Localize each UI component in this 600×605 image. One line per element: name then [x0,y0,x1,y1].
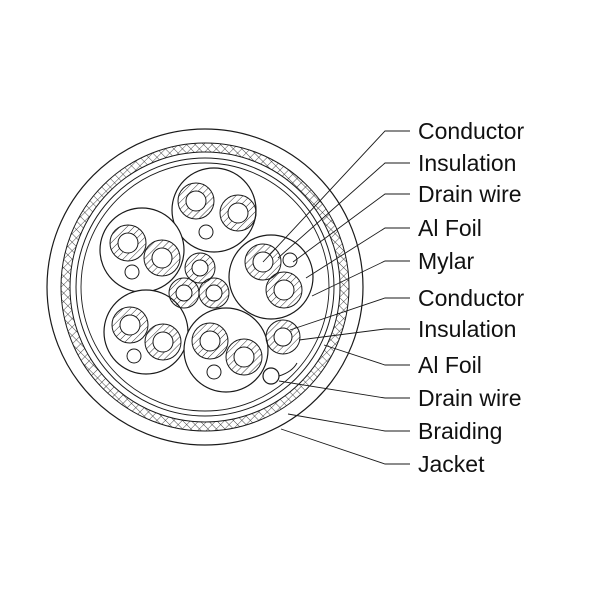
shielded-pair-left-lower [103,289,189,375]
leader-drain-wire-bottom [278,380,410,399]
label-al-foil-top: Al Foil [418,215,482,241]
leader-jacket [280,428,410,465]
label-conductor-bottom: Conductor [418,285,525,311]
label-drain-wire-bottom: Drain wire [418,385,522,411]
label-braiding: Braiding [418,418,503,444]
leader-al-foil-bottom [323,344,410,366]
leader-al-foil-top [305,227,410,279]
shielded-pair-left-upper [99,207,185,293]
shielded-pair-top [171,167,257,253]
leader-drain-wire-top [292,193,410,263]
leader-conductor-bottom [289,297,410,331]
label-insulation-bottom: Insulation [418,316,517,342]
leader-mylar [311,260,410,297]
label-drain-wire-top: Drain wire [418,181,522,207]
leader-conductor-top [262,130,410,263]
label-conductor-top: Conductor [418,118,525,144]
label-mylar: Mylar [418,248,475,274]
leader-insulation-top [277,162,410,259]
leader-insulation-bottom [298,328,410,341]
label-insulation-top: Insulation [418,150,517,176]
label-al-foil-bottom: Al Foil [418,352,482,378]
center-conductors [168,252,230,309]
overall-drain-wire [262,367,280,385]
leader-lines [262,130,410,465]
leader-braiding [287,413,410,432]
single-conductor [265,319,301,355]
shielded-pair-right [228,234,314,320]
shielded-pair-bottom [183,307,269,393]
label-jacket: Jacket [418,451,485,477]
drain-wire-tail [278,362,298,377]
